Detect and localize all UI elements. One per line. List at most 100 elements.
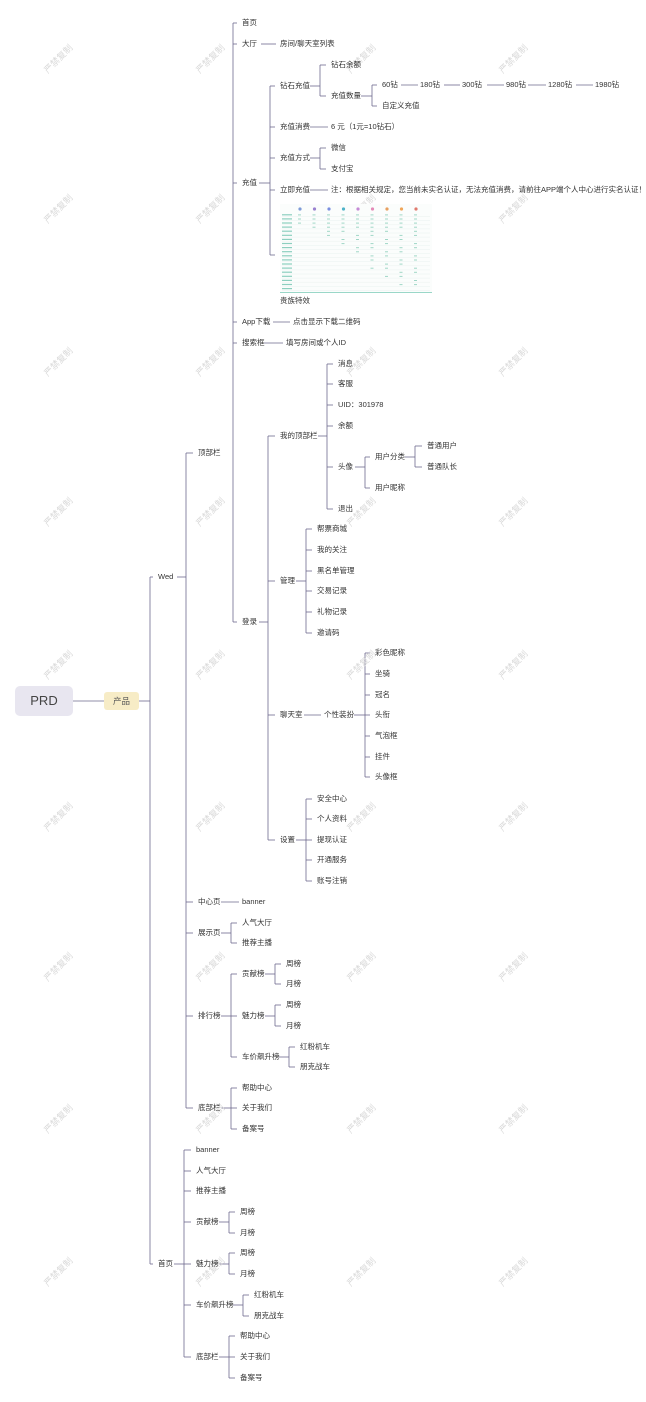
node-my-top-bar[interactable]: 我的顶部栏 xyxy=(280,431,318,440)
node-web-bottom[interactable]: 底部栏 xyxy=(198,1103,221,1112)
node-display-recommend[interactable]: 推荐主播 xyxy=(242,938,272,947)
node-topbar-hall[interactable]: 大厅 xyxy=(242,39,257,48)
node-instant-note[interactable]: 注：根据相关规定，您当前未实名认证，无法充值消费，请前往APP端个人中心进行实名… xyxy=(331,185,646,194)
node-diamond-recharge[interactable]: 钻石充值 xyxy=(280,81,310,90)
node-manage-item-2[interactable]: 我的关注 xyxy=(317,545,347,554)
node-amount-980[interactable]: 980钻 xyxy=(506,80,527,89)
node-noble-caption[interactable]: 贵族特效 xyxy=(280,296,310,305)
node-recharge-method[interactable]: 充值方式 xyxy=(280,153,310,162)
node-my-service[interactable]: 客服 xyxy=(338,379,353,388)
node-app-qrcode[interactable]: 点击显示下载二维码 xyxy=(293,317,361,326)
node-manage-item-5[interactable]: 礼物记录 xyxy=(317,607,347,616)
node-home-bottom-about[interactable]: 关于我们 xyxy=(240,1352,270,1361)
node-manage-item-6[interactable]: 邀请码 xyxy=(317,628,340,637)
node-ranking-car-pink[interactable]: 红粉机车 xyxy=(300,1042,330,1051)
root-node[interactable]: PRD xyxy=(15,686,73,716)
node-my-avatar[interactable]: 头像 xyxy=(338,462,353,471)
node-home-charm-month[interactable]: 月榜 xyxy=(240,1269,255,1278)
node-recharge-quantity[interactable]: 充值数量 xyxy=(331,91,361,100)
node-consume-price[interactable]: 6 元（1元=10钻石） xyxy=(331,122,400,131)
node-display-page[interactable]: 展示页 xyxy=(198,928,221,937)
node-dress-item-4[interactable]: 头衔 xyxy=(375,710,390,719)
node-amount-custom[interactable]: 自定义充值 xyxy=(382,101,420,110)
node-home-banner[interactable]: banner xyxy=(196,1145,220,1154)
node-manage-item-1[interactable]: 帮票商城 xyxy=(317,524,347,533)
node-ranking-car-punk[interactable]: 朋克战车 xyxy=(300,1062,330,1071)
node-recharge-consume[interactable]: 充值消费 xyxy=(280,122,310,131)
node-home-bottom-icp[interactable]: 备案号 xyxy=(240,1373,263,1382)
node-my-logout[interactable]: 退出 xyxy=(338,504,353,513)
node-ranking-charm[interactable]: 魅力榜 xyxy=(242,1011,265,1020)
node-amount-300[interactable]: 300钻 xyxy=(462,80,483,89)
node-top-bar[interactable]: 顶部栏 xyxy=(198,448,221,457)
node-hall-rooms[interactable]: 房间/聊天室列表 xyxy=(280,39,335,48)
node-center-page[interactable]: 中心页 xyxy=(198,897,221,906)
node-my-balance[interactable]: 余额 xyxy=(338,421,353,430)
node-user-normal[interactable]: 普通用户 xyxy=(427,441,457,450)
node-app-download[interactable]: App下载 xyxy=(242,317,271,326)
node-settings-item-3[interactable]: 提现认证 xyxy=(317,835,347,844)
node-ranking-charm-month[interactable]: 月榜 xyxy=(286,1021,301,1030)
node-home-car-punk[interactable]: 朋克战车 xyxy=(254,1311,284,1320)
node-ranking-contribution-week[interactable]: 周榜 xyxy=(286,959,301,968)
node-settings-item-4[interactable]: 开通服务 xyxy=(317,855,347,864)
node-dress-item-7[interactable]: 头像框 xyxy=(375,772,398,781)
node-home[interactable]: 首页 xyxy=(158,1259,173,1268)
node-dress-item-1[interactable]: 彩色昵称 xyxy=(375,648,405,657)
node-my-uid[interactable]: UID：301978 xyxy=(338,400,384,409)
node-dress-up[interactable]: 个性装扮 xyxy=(324,710,354,719)
node-home-car-pink[interactable]: 红粉机车 xyxy=(254,1290,284,1299)
node-dress-item-2[interactable]: 坐骑 xyxy=(375,669,390,678)
node-ranking[interactable]: 排行榜 xyxy=(198,1011,221,1020)
product-node[interactable]: 产品 xyxy=(104,692,139,710)
node-home-contribution[interactable]: 贡献榜 xyxy=(196,1217,219,1226)
node-web-bottom-about[interactable]: 关于我们 xyxy=(242,1103,272,1112)
node-center-banner[interactable]: banner xyxy=(242,897,266,906)
node-web-bottom-help[interactable]: 帮助中心 xyxy=(242,1083,272,1092)
node-web-bottom-icp[interactable]: 备案号 xyxy=(242,1124,265,1133)
node-ranking-car[interactable]: 车价飙升榜 xyxy=(242,1052,280,1061)
node-chatroom[interactable]: 聊天室 xyxy=(280,710,303,719)
node-home-charm[interactable]: 魅力榜 xyxy=(196,1259,219,1268)
node-user-nickname[interactable]: 用户昵称 xyxy=(375,483,405,492)
node-home-charm-week[interactable]: 周榜 xyxy=(240,1248,255,1257)
node-home-contribution-week[interactable]: 周榜 xyxy=(240,1207,255,1216)
node-home-car[interactable]: 车价飙升榜 xyxy=(196,1300,234,1309)
node-amount-1980[interactable]: 1980钻 xyxy=(595,80,620,89)
node-home-contribution-month[interactable]: 月榜 xyxy=(240,1228,255,1237)
node-ranking-contribution-month[interactable]: 月榜 xyxy=(286,979,301,988)
node-method-alipay[interactable]: 支付宝 xyxy=(331,164,354,173)
node-ranking-charm-week[interactable]: 周榜 xyxy=(286,1000,301,1009)
node-web[interactable]: Wed xyxy=(158,572,174,581)
node-home-bottom[interactable]: 底部栏 xyxy=(196,1352,219,1361)
node-settings-item-5[interactable]: 账号注销 xyxy=(317,876,347,885)
node-manage[interactable]: 管理 xyxy=(280,576,295,585)
node-settings[interactable]: 设置 xyxy=(280,835,295,844)
node-user-category[interactable]: 用户分类 xyxy=(375,452,405,461)
node-dress-item-5[interactable]: 气泡框 xyxy=(375,731,398,740)
node-manage-item-4[interactable]: 交易记录 xyxy=(317,586,347,595)
node-ranking-contribution[interactable]: 贡献榜 xyxy=(242,969,265,978)
node-my-message[interactable]: 消息 xyxy=(338,359,353,368)
node-dress-item-6[interactable]: 挂件 xyxy=(375,752,390,761)
node-home-bottom-help[interactable]: 帮助中心 xyxy=(240,1331,270,1340)
node-home-popular[interactable]: 人气大厅 xyxy=(196,1166,226,1175)
node-amount-180[interactable]: 180钻 xyxy=(420,80,441,89)
node-method-wechat[interactable]: 微信 xyxy=(331,143,346,152)
node-search-box[interactable]: 搜索框 xyxy=(242,338,265,347)
node-login[interactable]: 登录 xyxy=(242,617,257,626)
node-recharge[interactable]: 充值 xyxy=(242,178,257,187)
node-user-captain[interactable]: 普通队长 xyxy=(427,462,457,471)
node-home-recommend[interactable]: 推荐主播 xyxy=(196,1186,226,1195)
node-amount-1280[interactable]: 1280钻 xyxy=(548,80,573,89)
node-search-hint[interactable]: 填写房间或个人ID xyxy=(286,338,346,347)
node-instant-recharge[interactable]: 立即充值 xyxy=(280,185,310,194)
node-dress-item-3[interactable]: 冠名 xyxy=(375,690,390,699)
node-display-popular[interactable]: 人气大厅 xyxy=(242,918,272,927)
node-settings-item-2[interactable]: 个人资料 xyxy=(317,814,347,823)
node-amount-60[interactable]: 60钻 xyxy=(382,80,398,89)
node-topbar-home[interactable]: 首页 xyxy=(242,18,257,27)
node-settings-item-1[interactable]: 安全中心 xyxy=(317,794,347,803)
node-manage-item-3[interactable]: 黑名单管理 xyxy=(317,566,355,575)
node-diamond-balance[interactable]: 钻石余额 xyxy=(331,60,361,69)
